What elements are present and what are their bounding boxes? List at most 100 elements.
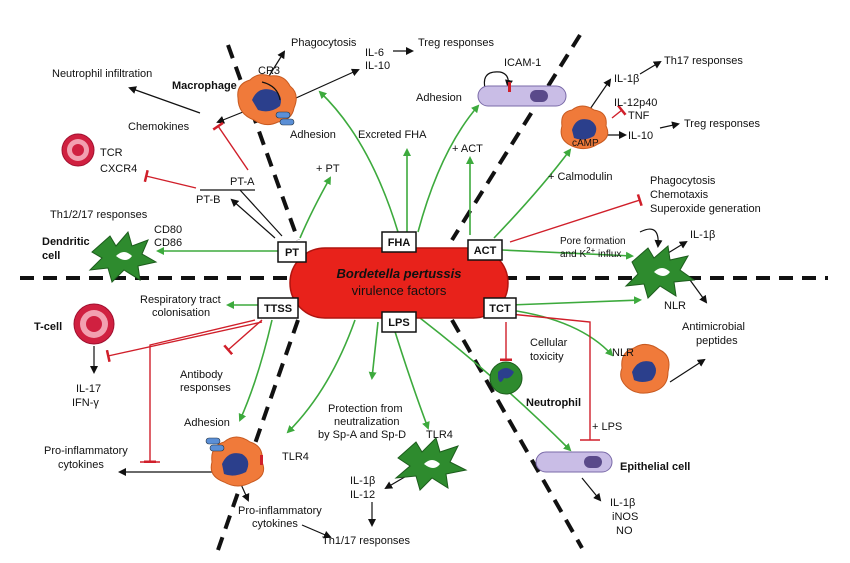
activation-arrows — [156, 90, 642, 452]
il12-label: IL-12 — [350, 489, 375, 501]
cellular-label-1: Cellular — [530, 337, 568, 349]
pore-label-2a: and K — [560, 249, 586, 260]
antimicrobial-label-1: Antimicrobial — [682, 321, 745, 333]
receptor-icon — [275, 111, 291, 119]
ttss-adhesion-arrow — [238, 319, 273, 422]
nlr-b-label: NLR — [612, 347, 634, 359]
cytokines-to-th117-arrow — [301, 524, 332, 539]
center-subtitle: virulence factors — [352, 283, 447, 298]
th17-a-label: Th17 responses — [664, 55, 743, 67]
pt-a-label: PT-A — [230, 176, 255, 188]
dendritic-right — [624, 245, 696, 299]
th117-label: Th1/17 responses — [322, 535, 411, 547]
camp-to-il1b-arrow — [587, 78, 612, 113]
tcell-bottom — [73, 303, 115, 345]
proinfl-a-label-1: Pro-inflammatory — [44, 445, 128, 457]
receptor-icon — [205, 437, 221, 445]
macrophage-bottom-nucleus — [222, 453, 249, 476]
pt-a-arrow — [230, 198, 276, 239]
pore-to-il1b-arrow — [639, 228, 663, 248]
macrophage-nucleus — [252, 89, 281, 112]
cxcr4-label: CXCR4 — [100, 163, 137, 175]
il10-to-treg-arrow — [659, 121, 680, 130]
il1b-to-th17-arrow — [639, 60, 662, 75]
lps-to-dendritic-arrow — [391, 321, 430, 430]
pt-to-macrophage-arrow — [299, 176, 331, 239]
dendritic-label-1: Dendritic — [42, 236, 90, 248]
treg-b-label: Treg responses — [684, 118, 761, 130]
epithelial-bottom-nucleus — [584, 456, 602, 468]
plus-act-label: + ACT — [452, 143, 483, 155]
macrophage-to-peptides-arrow — [669, 358, 706, 383]
pta-inhibits-chemokines — [212, 121, 249, 171]
ttss-inhibits-cytokines — [144, 319, 256, 463]
protection-label-3: by Sp-A and Sp-D — [318, 429, 406, 441]
epithelial-label: Epithelial cell — [620, 461, 690, 473]
receptor-icon — [279, 118, 295, 126]
tcell-bottom-core — [86, 316, 102, 332]
camp-label: cAMP — [572, 138, 599, 149]
pt-b-line — [239, 189, 283, 237]
pore-label-1: Pore formation — [560, 236, 626, 247]
plus-calmodulin-label: + Calmodulin — [548, 171, 613, 183]
treg-a-label: Treg responses — [418, 37, 495, 49]
phagocytosis-label: Phagocytosis — [291, 37, 357, 49]
cd86-label: CD86 — [154, 237, 182, 249]
th1217-label: Th1/2/17 responses — [50, 209, 148, 221]
tct-box — [483, 297, 517, 319]
chemotaxis-label: Chemotaxis — [650, 189, 709, 201]
nlr-a-label: NLR — [664, 300, 686, 312]
lps-to-macrophage-arrow — [286, 319, 356, 434]
dendritic-nucleus — [116, 252, 132, 260]
adhesion-c-label: Adhesion — [184, 417, 230, 429]
act-to-camp-arrow — [493, 148, 572, 239]
il6-label: IL-6 — [365, 47, 384, 59]
macrophage-camp — [560, 105, 609, 150]
divider-upper-left — [226, 44, 300, 241]
superoxide-label: Superoxide generation — [650, 203, 761, 215]
macrophage-top — [237, 74, 297, 126]
adhesion-b-label: Adhesion — [416, 92, 462, 104]
dendritic-right-nucleus — [654, 268, 670, 276]
proinfl-b-label-2: cytokines — [252, 518, 298, 530]
excreted-fha-label: Excreted FHA — [358, 129, 427, 141]
neutrophil-nucleus — [498, 368, 514, 382]
tlr4-b-label: TLR4 — [426, 429, 453, 441]
cr3-label: CR3 — [258, 65, 280, 77]
dendritic-label-2: cell — [42, 250, 60, 262]
ptb-inhibits-cxcr4 — [143, 169, 197, 189]
camp-inhibits-tnf — [611, 104, 627, 119]
protection-label-1: Protection from — [328, 403, 403, 415]
tct-to-macrophage-arrow — [509, 309, 614, 357]
fha-to-epithelial-arrow — [417, 104, 480, 233]
chemokines-label: Chemokines — [128, 121, 190, 133]
antibody-label-1: Antibody — [180, 369, 223, 381]
pt-b-label: PT-B — [196, 194, 220, 206]
dendritic-bottom — [394, 437, 468, 491]
il1b-d-label: IL-1β — [610, 497, 635, 509]
factor-boxes: PT FHA ACT TTSS LPS TCT — [257, 231, 517, 333]
neutrophil-label: Neutrophil — [526, 397, 581, 409]
fha-box — [381, 231, 417, 253]
act-to-pore-arrow — [501, 249, 634, 260]
macrophage-right — [620, 344, 670, 394]
pt-label: PT — [285, 247, 299, 259]
tct-to-epithelial-line — [509, 313, 591, 440]
pore-label-2b: influx — [595, 249, 621, 260]
il17-label: IL-17 — [76, 383, 101, 395]
il10-a-label: IL-10 — [365, 60, 390, 72]
icam1-label: ICAM-1 — [504, 57, 541, 69]
tcell-top — [61, 133, 95, 167]
proinfl-b-label-1: Pro-inflammatory — [238, 505, 322, 517]
camp-nucleus — [572, 119, 597, 140]
phagocytosis-b-label: Phagocytosis — [650, 175, 716, 187]
antimicrobial-label-2: peptides — [696, 335, 738, 347]
resp-label-2: colonisation — [152, 307, 210, 319]
inos-label: iNOS — [612, 511, 638, 523]
ifng-label: IFN-γ — [72, 397, 99, 409]
macrophage-bottom — [205, 436, 265, 487]
nlr-to-peptides-arrow — [689, 279, 708, 304]
macrophage-to-il-arrow — [295, 68, 360, 99]
macrophage-right-nucleus — [632, 361, 656, 382]
